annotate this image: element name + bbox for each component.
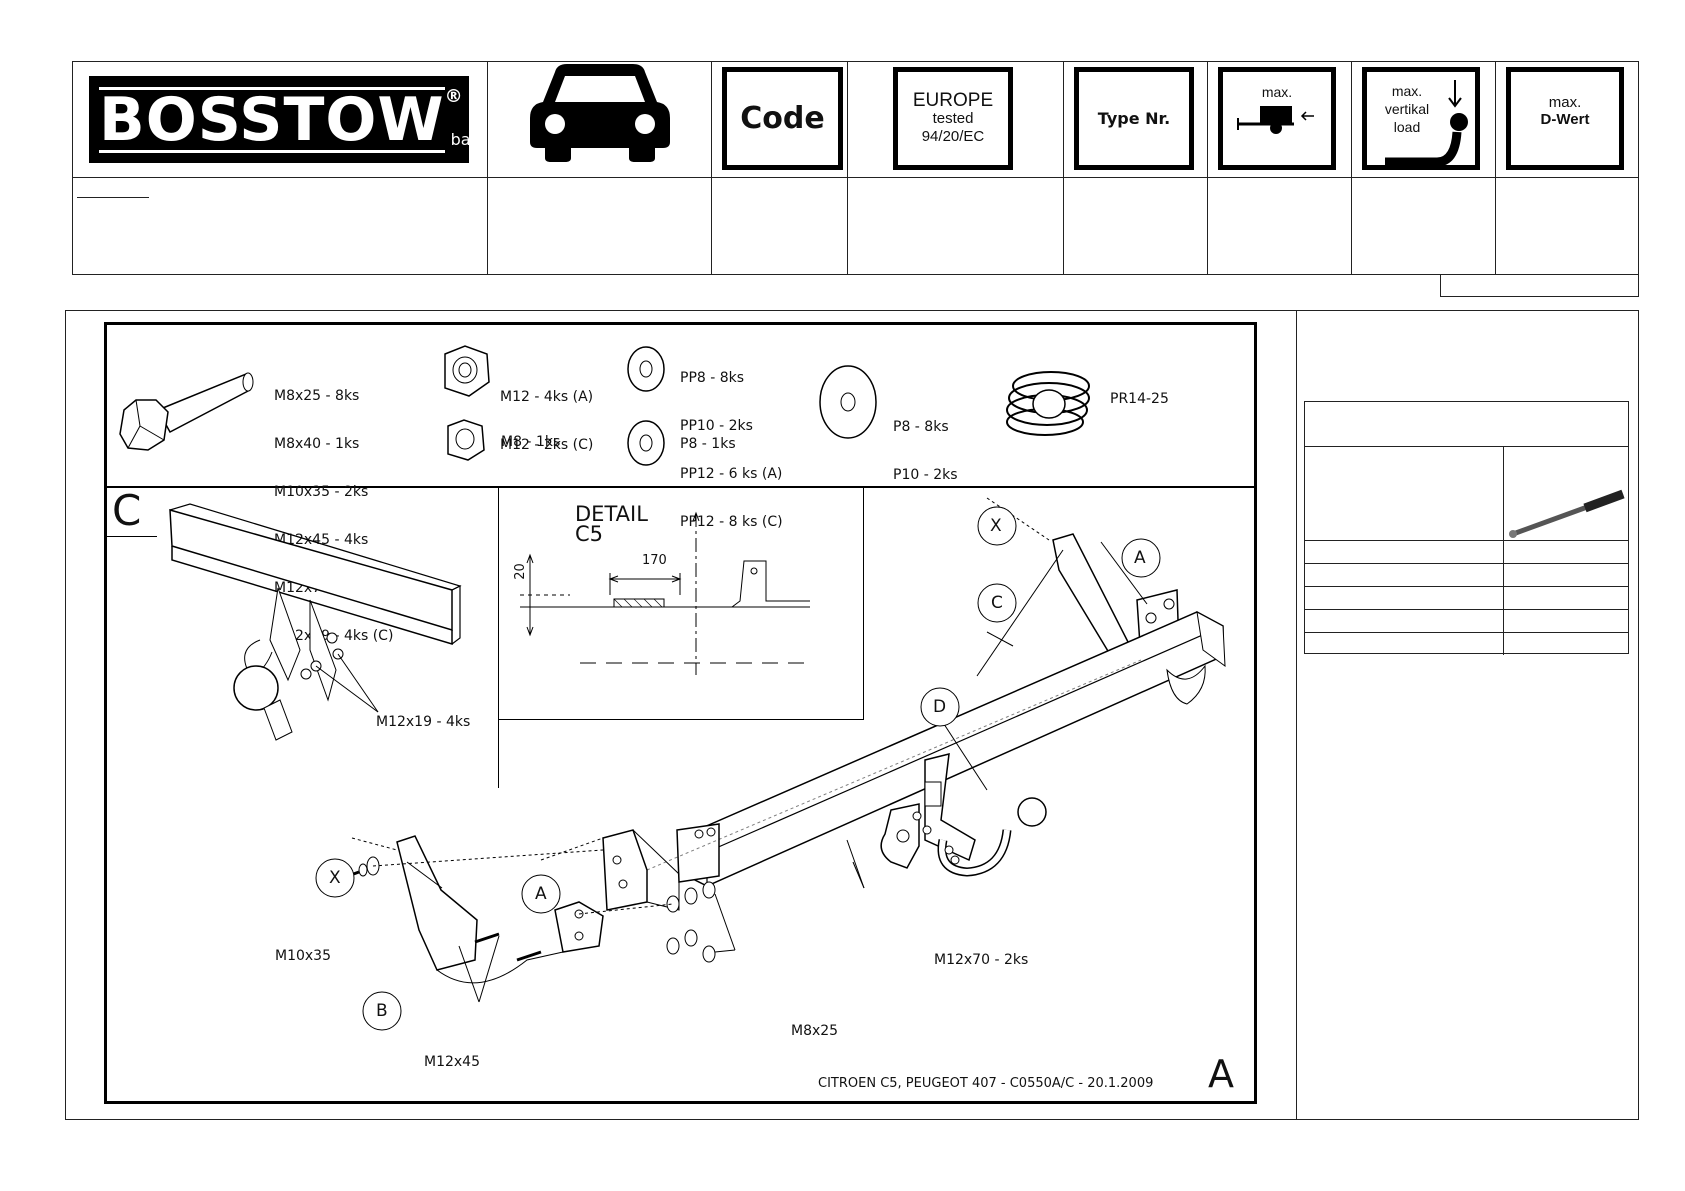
washers-pp-list: PP8 - 8ks PP10 - 2ks PP12 - 6 ks (A) PP1… xyxy=(680,338,783,546)
callout-x-bottom: X xyxy=(329,868,341,888)
callout-d: D xyxy=(933,697,947,717)
callout-x-top: X xyxy=(990,516,1002,536)
nut-item: M12 - 2ks (C) xyxy=(500,437,594,453)
washer-p8-icon xyxy=(627,420,665,466)
washer-item: PP12 - 8 ks (C) xyxy=(680,514,783,530)
detail-title: DETAIL C5 xyxy=(575,502,648,546)
washers-large-list: P8 - 8ks P10 - 2ks xyxy=(893,387,958,499)
drawing-footer: CITROEN C5, PEUGEOT 407 - C0550A/C - 20.… xyxy=(818,1076,1154,1091)
d-wert-line-2: D-Wert xyxy=(1540,111,1590,128)
logo-text: BOSSTOW xyxy=(99,84,445,155)
bolt-item: M10x35 - 2ks xyxy=(274,484,369,500)
washer-large-item: P10 - 2ks xyxy=(893,467,958,483)
code-label: Code xyxy=(740,101,825,136)
europe-line-1: EUROPE xyxy=(912,89,994,111)
label-m8x25: M8x25 xyxy=(791,1023,839,1039)
drawing-area xyxy=(104,322,1257,1104)
d-wert-icon: max. D-Wert xyxy=(1506,67,1624,170)
nut-small-label: M8 - 1ks xyxy=(501,434,561,450)
d-wert-line-1: max. xyxy=(1548,94,1582,111)
section-c-label: C xyxy=(112,486,142,535)
variant-letter: A xyxy=(1208,1052,1234,1096)
callout-a-bottom: A xyxy=(535,884,547,904)
washer-pp-icon xyxy=(627,346,665,392)
code-icon: Code xyxy=(722,67,843,170)
nut-small-icon xyxy=(447,419,485,461)
car-icon xyxy=(530,64,670,162)
main-frame xyxy=(65,310,1639,1120)
type-nr-icon: Type Nr. xyxy=(1074,67,1194,170)
detail-title-line-2: C5 xyxy=(575,522,604,546)
torque-wrench-icon xyxy=(1509,489,1625,538)
detail-title-line-1: DETAIL xyxy=(575,502,648,526)
detail-frame xyxy=(498,486,864,720)
callout-a-top: A xyxy=(1134,548,1146,568)
washer-item: PP10 - 2ks xyxy=(680,418,753,434)
nut-item: M12 - 4ks (A) xyxy=(500,389,594,405)
vl-line-3: load xyxy=(1393,119,1421,135)
logo-reg: ® xyxy=(444,86,463,107)
max-trailer-load-icon: max. xyxy=(1218,67,1336,170)
europe-line-3: 94/20/EC xyxy=(921,127,985,145)
washer-item: PP8 - 8ks xyxy=(680,370,745,386)
vl-line-2: vertikal xyxy=(1384,101,1430,117)
vertical-load-icon: max. vertikal load xyxy=(1362,67,1480,170)
label-m12x45: M12x45 xyxy=(424,1054,480,1070)
detail-dim-width: 170 xyxy=(642,553,667,568)
header-table xyxy=(72,61,1639,275)
towball-down-arrow-icon xyxy=(1385,80,1468,167)
label-m12x70: M12x70 - 2ks xyxy=(934,952,1029,968)
bolt-icon xyxy=(119,372,254,451)
c-bolts-label: M12x19 - 4ks xyxy=(376,714,471,730)
vl-line-1: max. xyxy=(1391,83,1423,99)
washer-large-item: P8 - 8ks xyxy=(893,419,949,435)
europe-line-2: tested xyxy=(932,109,974,127)
washer-item: PP12 - 6 ks (A) xyxy=(680,466,783,482)
trailer-icon xyxy=(1237,106,1314,134)
bolt-item: M8x25 - 8ks xyxy=(274,388,360,404)
washer-p8-label: P8 - 1ks xyxy=(680,436,736,452)
max-trailer-label: max. xyxy=(1261,84,1293,100)
europe-tested-icon: EUROPE tested 94/20/EC xyxy=(893,67,1013,170)
callout-b: B xyxy=(376,1001,388,1021)
callout-c-top: C xyxy=(991,593,1003,613)
section-c-frame xyxy=(107,486,499,788)
logo-sub: bars xyxy=(450,130,486,149)
spring-washer-label: PR14-25 xyxy=(1110,391,1169,407)
washer-large-icon xyxy=(819,365,877,439)
section-c-drawing xyxy=(169,503,462,741)
towbar-assembly-drawing xyxy=(315,497,1226,1031)
header-note-box xyxy=(1440,275,1639,297)
detail-drawing xyxy=(520,511,810,675)
type-nr-label: Type Nr. xyxy=(1097,109,1171,128)
nut-large-icon xyxy=(444,345,490,397)
spring-washer-icon xyxy=(1006,371,1090,436)
bosstow-logo: BOSSTOW ® bars xyxy=(89,76,485,163)
side-table xyxy=(1304,401,1629,655)
bolt-item: M8x40 - 1ks xyxy=(274,436,360,452)
label-m10x35: M10x35 xyxy=(275,948,331,964)
nuts-large-list: M12 - 4ks (A) M12 - 2ks (C) xyxy=(500,357,593,469)
